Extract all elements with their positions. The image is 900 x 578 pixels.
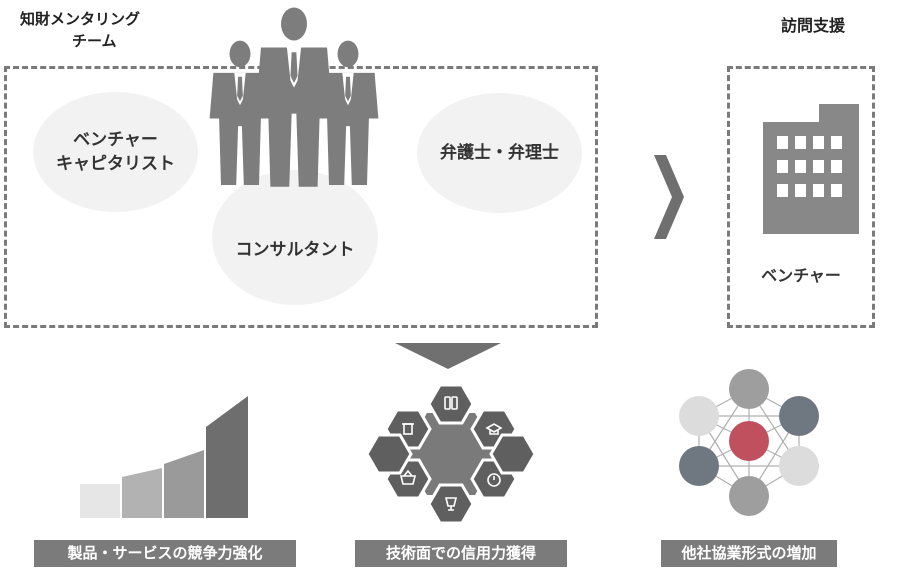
outcome-competitiveness-label: 製品・サービスの競争力強化 <box>34 540 296 567</box>
building-icon <box>763 104 859 234</box>
outcome-credibility-label: 技術面での信用力獲得 <box>355 540 567 567</box>
member-venture-capitalist: ベンチャー キャピタリスト <box>33 92 198 212</box>
vc-label-line1: ベンチャー <box>73 130 158 150</box>
team-title-line2: チーム <box>72 32 117 50</box>
team-title: 知財メンタリング チーム <box>20 8 200 52</box>
member-consultant: コンサルタント <box>212 170 378 305</box>
vc-label-line2: キャピタリスト <box>56 154 175 174</box>
team-title-line1: 知財メンタリング <box>20 10 141 28</box>
support-title: 訪問支援 <box>780 16 845 35</box>
venture-box <box>727 66 875 328</box>
network-icon <box>679 369 819 516</box>
hexagon-cluster-icon <box>365 383 537 525</box>
bar-growth-icon <box>80 396 248 518</box>
lawyer-label: 弁護士・弁理士 <box>440 143 559 163</box>
venture-label: ベンチャー <box>761 266 841 285</box>
consultant-label: コンサルタント <box>235 239 355 260</box>
outcome-collaboration-label: 他社協業形式の増加 <box>661 540 837 567</box>
member-lawyer: 弁護士・弁理士 <box>417 93 582 213</box>
chevron-right-icon <box>654 155 684 239</box>
arrow-down-icon <box>395 343 501 369</box>
